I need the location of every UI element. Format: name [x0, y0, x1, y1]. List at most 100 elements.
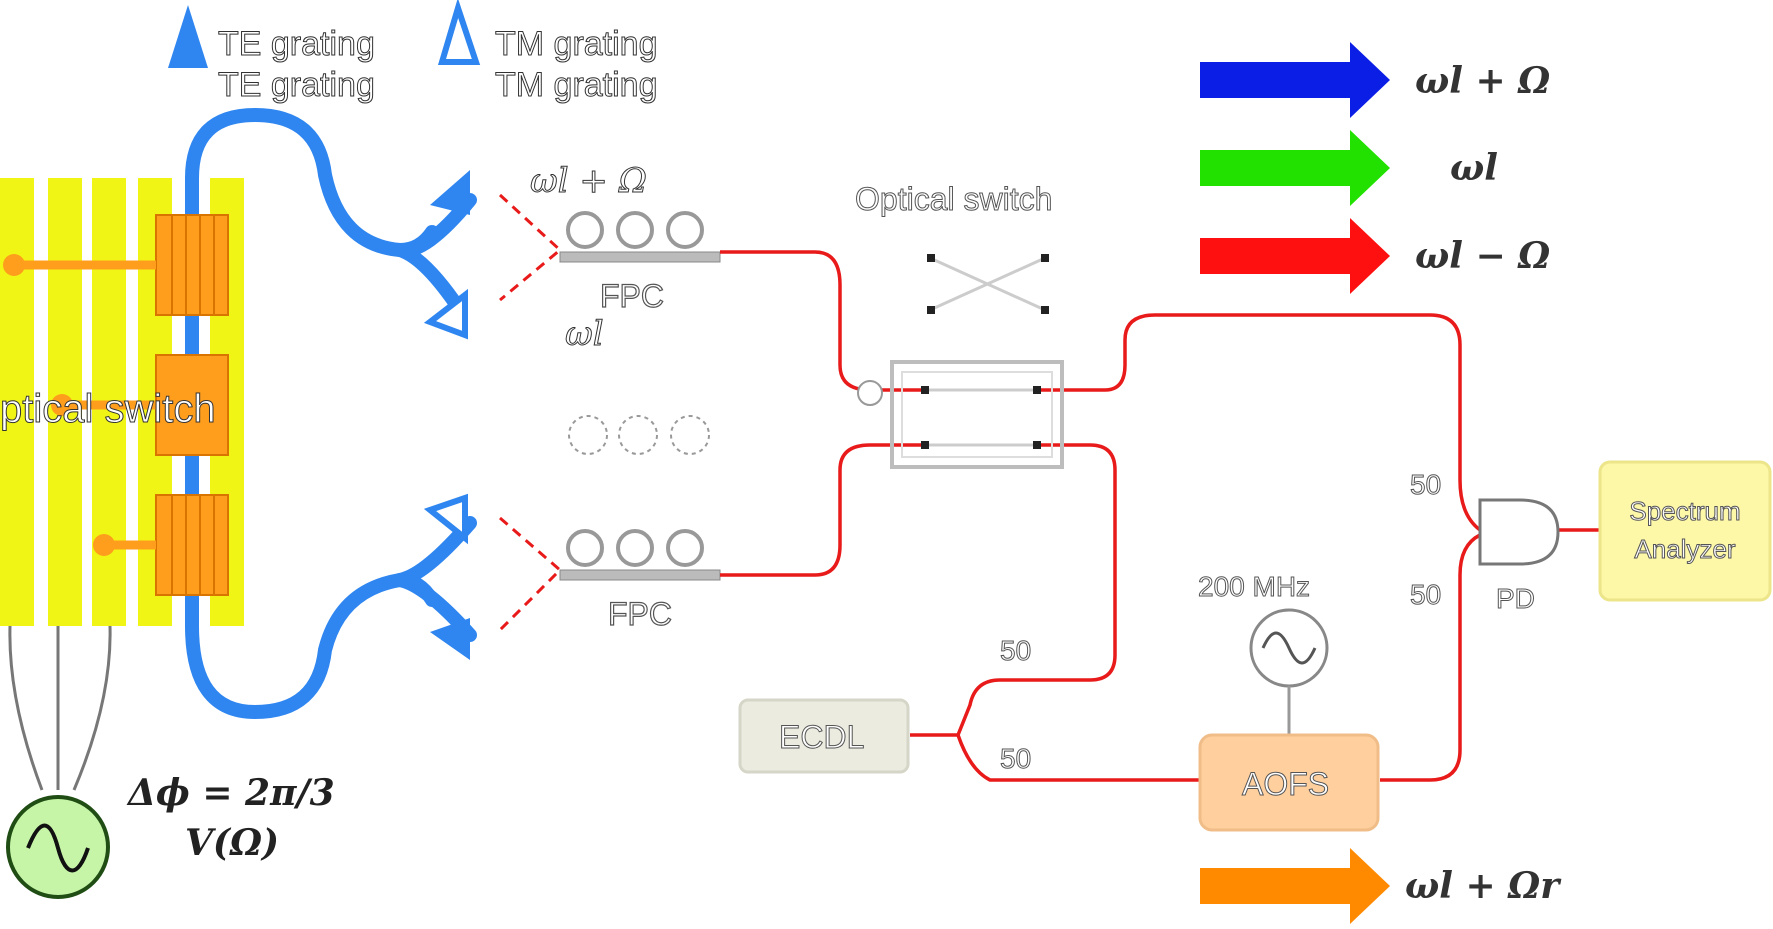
arrow-green-icon [1200, 130, 1390, 206]
voltage-label: V(Ω) [185, 822, 279, 864]
legend-arrow-label: ωl + Ω [1415, 60, 1550, 102]
heater-block [155, 494, 229, 596]
fpc-paddle [666, 529, 704, 567]
legend-arrow-blue: ωl + Ω [1200, 42, 1550, 118]
frequency-mid-label: ωl [565, 314, 604, 354]
aofs-box [1198, 733, 1380, 832]
spectrum-analyzer: Spectrum Analyzer [1598, 460, 1772, 602]
split-ratio-label: 50 [1000, 635, 1031, 666]
fpc-paddle [666, 211, 704, 249]
electrode-stripe [0, 178, 34, 626]
fiber-fpc-bottom-to-switch [720, 443, 925, 577]
switch-cross-icon [929, 256, 1046, 312]
aofs: AOFS [1198, 733, 1380, 832]
grating-couplers [423, 170, 470, 660]
rf-drive-source [6, 795, 110, 899]
arrow-blue-icon [1200, 42, 1390, 118]
rf-200mhz-source: 200 MHz [1198, 571, 1329, 735]
fpc-bottom-label: FPC [608, 596, 672, 632]
phase-label: Δϕ = 2π/3 [126, 772, 335, 814]
fpc-bottom: FPC [559, 529, 721, 633]
legend-arrow-orange: ωl + Ωr [1200, 848, 1562, 924]
connector-icon [857, 380, 883, 406]
analyzer-label-line1: Spectrum [1629, 496, 1740, 526]
tm-grating-bottom [423, 493, 468, 545]
fpc-ghost [568, 415, 710, 455]
legend-arrow-label: ωl + Ωr [1405, 865, 1562, 907]
bond-wire [8, 625, 44, 791]
switch-port [927, 254, 935, 262]
fpc-paddle [566, 211, 604, 249]
arrow-orange-icon [1200, 848, 1390, 924]
arrow-red-icon [1200, 218, 1390, 294]
switch-port [1033, 386, 1041, 394]
split-ratio-label: 50 [1410, 469, 1441, 500]
switch-box [890, 360, 1064, 469]
sine-wave-icon [26, 823, 90, 873]
pd-shape [1478, 498, 1560, 566]
tm-grating-label: TM grating [495, 25, 658, 63]
sine-wave-icon [1261, 631, 1317, 665]
fpc-top: FPC [559, 211, 721, 315]
legend-arrow-red: ωl − Ω [1200, 218, 1550, 294]
fpc-paddle [566, 529, 604, 567]
pd-label: PD [1496, 583, 1535, 614]
frequency-legend: ωl + Ω ωl ωl − Ω ωl + Ωr [1200, 42, 1562, 924]
split-ratio-label: 50 [1000, 743, 1031, 774]
waveguide-top-branch-tm [393, 243, 467, 317]
legend-arrow-label: ωl [1450, 147, 1498, 189]
switch-port [927, 306, 935, 314]
legend-arrow-label: ωl − Ω [1415, 235, 1550, 277]
switch-port [1041, 306, 1049, 314]
fpc-paddle [616, 211, 654, 249]
split-ratio-label: 50 [1410, 579, 1441, 610]
switch-port [921, 441, 929, 449]
te-grating-bottom [430, 618, 470, 660]
ecdl-box [738, 698, 910, 774]
switch-box-inner [901, 371, 1053, 458]
frequency-upper-label: ωl + Ω [530, 161, 647, 201]
grating-legend: TE grating TE grating TM grating TM grat… [168, 0, 658, 105]
tm-grating-top [423, 288, 468, 340]
heater-block [155, 214, 229, 316]
aofs-label: AOFS [1242, 766, 1329, 802]
optical-switch-title: Optical switch [855, 181, 1052, 217]
photodetector: PD [1478, 498, 1560, 615]
heater-array [3, 214, 229, 596]
fpc-base [559, 251, 721, 263]
optical-switch: Optical switch [855, 181, 1064, 469]
switch-port [1041, 254, 1049, 262]
heater-block [155, 354, 229, 456]
legend-arrow-green: ωl [1200, 130, 1498, 206]
fpc-base [559, 569, 721, 581]
contact-pad [3, 254, 25, 276]
te-grating-icon [168, 5, 208, 68]
te-grating-label: TE grating [218, 25, 375, 63]
switch-port [921, 386, 929, 394]
bond-wires [8, 625, 112, 791]
ecdl: ECDL [738, 698, 910, 774]
fpc-paddle [616, 529, 654, 567]
switch-port [1033, 441, 1041, 449]
fiber-fpc-top-to-switch [720, 250, 925, 392]
rf-frequency-label: 200 MHz [1198, 571, 1310, 602]
fiber-aofs-to-pd [1380, 533, 1481, 782]
te-grating-label-shadow: TE grating [218, 66, 375, 104]
fiber-switch-to-ecdl [956, 443, 1117, 736]
ecdl-label: ECDL [779, 719, 864, 755]
fiber-coupling-dashes [498, 193, 563, 632]
tm-grating-label-shadow: TM grating [495, 66, 658, 104]
analyzer-label-line2: Analyzer [1634, 534, 1735, 564]
fpc-top-label: FPC [600, 278, 664, 314]
te-grating-top [430, 170, 470, 215]
tm-grating-icon [437, 0, 481, 65]
optical-switch-overlay-label: ptical switch [0, 387, 216, 431]
fiber-switch-to-pd [1037, 313, 1500, 532]
bond-wire [72, 625, 112, 791]
contact-pad [93, 534, 115, 556]
fiber-ecdl-to-aofs [910, 733, 1200, 782]
contact-pad [51, 394, 73, 416]
analyzer-box [1598, 460, 1772, 602]
